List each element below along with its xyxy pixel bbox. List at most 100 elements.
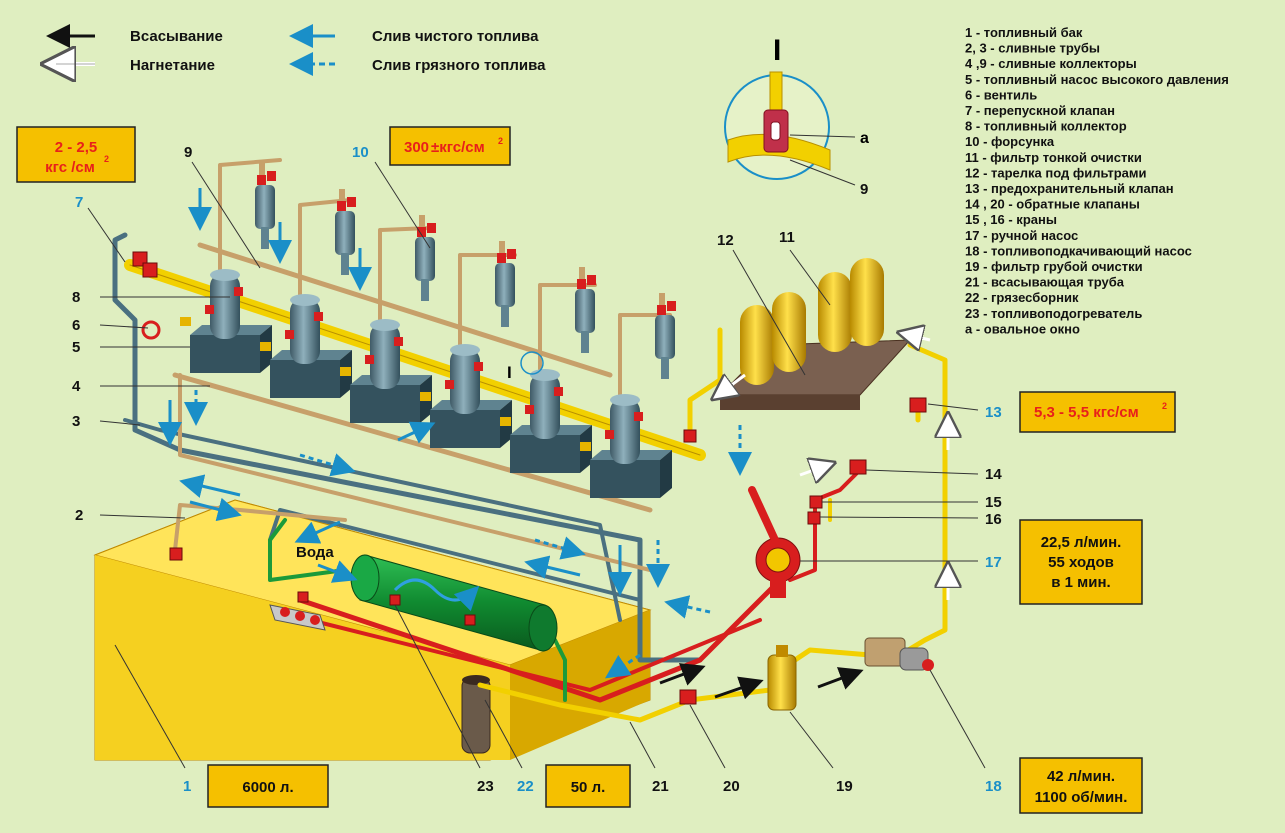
num-12: 12 bbox=[717, 232, 734, 249]
leader-19 bbox=[789, 711, 834, 769]
num-14: 14 bbox=[985, 466, 1002, 483]
fine-filter-4 bbox=[850, 258, 884, 346]
safety-pressure-sup: 2 bbox=[1162, 401, 1167, 411]
heater-water-arrow bbox=[393, 578, 480, 612]
leader-2 bbox=[99, 514, 186, 519]
fitting-bypass-valve-2 bbox=[142, 262, 158, 278]
num-21: 21 bbox=[652, 778, 669, 795]
injector bbox=[335, 189, 356, 275]
red-suction-line-2 bbox=[308, 618, 762, 692]
pipes bbox=[112, 158, 948, 723]
leader-7 bbox=[87, 207, 126, 263]
num-11: 11 bbox=[779, 229, 795, 246]
valve-knob-2 bbox=[295, 611, 305, 621]
fuel-tank bbox=[93, 499, 652, 761]
caption-item: 12 - тарелка под фильтрами bbox=[965, 165, 1147, 180]
dirty-arrow-7 bbox=[605, 653, 641, 679]
valve-knob-3 bbox=[310, 615, 320, 625]
num-23: 23 bbox=[477, 778, 494, 795]
legend-injection-label: Нагнетание bbox=[130, 57, 215, 74]
leader-10 bbox=[374, 161, 431, 249]
heater-fitting-3 bbox=[464, 614, 476, 626]
valve-block bbox=[269, 604, 326, 631]
num-7: 7 bbox=[75, 194, 83, 211]
water-outlet-pipe bbox=[553, 638, 567, 702]
pump-to-filter-line bbox=[897, 342, 948, 658]
low-pressure-unit: кгс /см bbox=[45, 159, 95, 176]
detail-oval-window bbox=[770, 121, 781, 141]
caption-item: 21 - всасывающая труба bbox=[965, 275, 1125, 290]
caption-item: 11 - фильтр тонкой очистки bbox=[965, 150, 1142, 165]
fine-filter-2 bbox=[772, 292, 806, 372]
dirty-arrow-4 bbox=[664, 595, 711, 619]
num-6: 6 bbox=[72, 317, 80, 334]
caption-item: 1 - топливный бак bbox=[965, 25, 1083, 40]
num-13: 13 bbox=[985, 404, 1002, 421]
fitting-tank-return bbox=[169, 547, 183, 561]
legend-clean-drain-label: Слив чистого топлива bbox=[372, 28, 539, 45]
part-numbers: 7 8 6 5 4 3 2 9 10 12 11 13 14 15 16 17 … bbox=[72, 144, 1002, 795]
fitting-collector-end bbox=[683, 429, 697, 443]
value-boxes: 2 - 2,5 кгс /см 2 300 ±кгс/см 2 5,3 - 5,… bbox=[16, 126, 1176, 814]
filter-plate-front bbox=[720, 395, 860, 410]
num-8: 8 bbox=[72, 289, 80, 306]
num-10: 10 bbox=[352, 144, 369, 161]
hand-pump-strokes: 55 ходов bbox=[1048, 554, 1114, 571]
hp-pump bbox=[420, 344, 512, 448]
sump-opening bbox=[462, 675, 490, 685]
num-1: 1 bbox=[183, 778, 191, 795]
injector-line-4 bbox=[458, 253, 517, 357]
suction-arrow-3 bbox=[817, 667, 864, 690]
caption-item: 10 - форсунка bbox=[965, 134, 1055, 149]
red-hand-pump-line bbox=[788, 468, 862, 582]
hand-pump-lever bbox=[748, 486, 779, 544]
suction-arrow-2 bbox=[714, 676, 764, 700]
num-18: 18 bbox=[985, 778, 1002, 795]
check-valve-14 bbox=[849, 459, 867, 475]
suction-arrow-1 bbox=[659, 663, 706, 686]
injector-pressure-value: 300 bbox=[404, 139, 429, 156]
detail-letter-a: а bbox=[860, 130, 869, 147]
fittings bbox=[132, 251, 927, 705]
fine-filter-1 bbox=[740, 305, 774, 385]
leader-21 bbox=[629, 721, 656, 769]
injector-line-2 bbox=[298, 198, 352, 302]
detail-part-9: 9 bbox=[860, 181, 868, 198]
box-sump: 50 л. bbox=[545, 764, 631, 808]
injector bbox=[575, 267, 596, 353]
drain-arrow-6 bbox=[189, 497, 242, 522]
detail-view: I а 9 bbox=[724, 34, 869, 198]
leader-20 bbox=[689, 704, 726, 769]
box-injector-pressure: 300 ±кгс/см 2 bbox=[389, 126, 511, 166]
detail-roman-numeral: I bbox=[773, 34, 781, 67]
num-19: 19 bbox=[836, 778, 853, 795]
leader-14 bbox=[865, 469, 979, 475]
leader-23 bbox=[394, 604, 481, 769]
heater-end-left bbox=[350, 554, 380, 602]
hp-pump bbox=[260, 294, 352, 398]
leader-13 bbox=[927, 403, 979, 411]
sump-volume: 50 л. bbox=[571, 779, 606, 796]
check-valve-20 bbox=[679, 689, 697, 705]
num-15: 15 bbox=[985, 494, 1002, 511]
tank-side bbox=[510, 610, 650, 760]
box-low-pressure: 2 - 2,5 кгс /см 2 bbox=[16, 126, 136, 183]
hand-pump-per-min: в 1 мин. bbox=[1051, 574, 1110, 591]
caption-item: 14 , 20 - обратные клапаны bbox=[965, 197, 1140, 212]
injection-arrow-3 bbox=[905, 334, 931, 340]
drain-arrow-5 bbox=[179, 474, 241, 498]
hand-pump-base bbox=[770, 580, 786, 598]
feed-pump-rpm: 1100 об/мин. bbox=[1035, 789, 1128, 806]
injector bbox=[655, 293, 676, 379]
injection-arrow-4 bbox=[718, 375, 746, 395]
leader-18 bbox=[929, 669, 986, 769]
leader-3 bbox=[99, 420, 141, 426]
lower-return-drop bbox=[178, 373, 652, 572]
caption-item: 5 - топливный насос высокого давления bbox=[965, 72, 1229, 87]
dirty-arrow-3 bbox=[534, 536, 586, 560]
feed-pump-shaft bbox=[922, 659, 934, 671]
caption-item: а - овальное окно bbox=[965, 321, 1080, 336]
box-tank: 6000 л. bbox=[207, 764, 329, 808]
safety-pressure-value: 5,3 - 5,5 кгс/см bbox=[1034, 404, 1139, 421]
